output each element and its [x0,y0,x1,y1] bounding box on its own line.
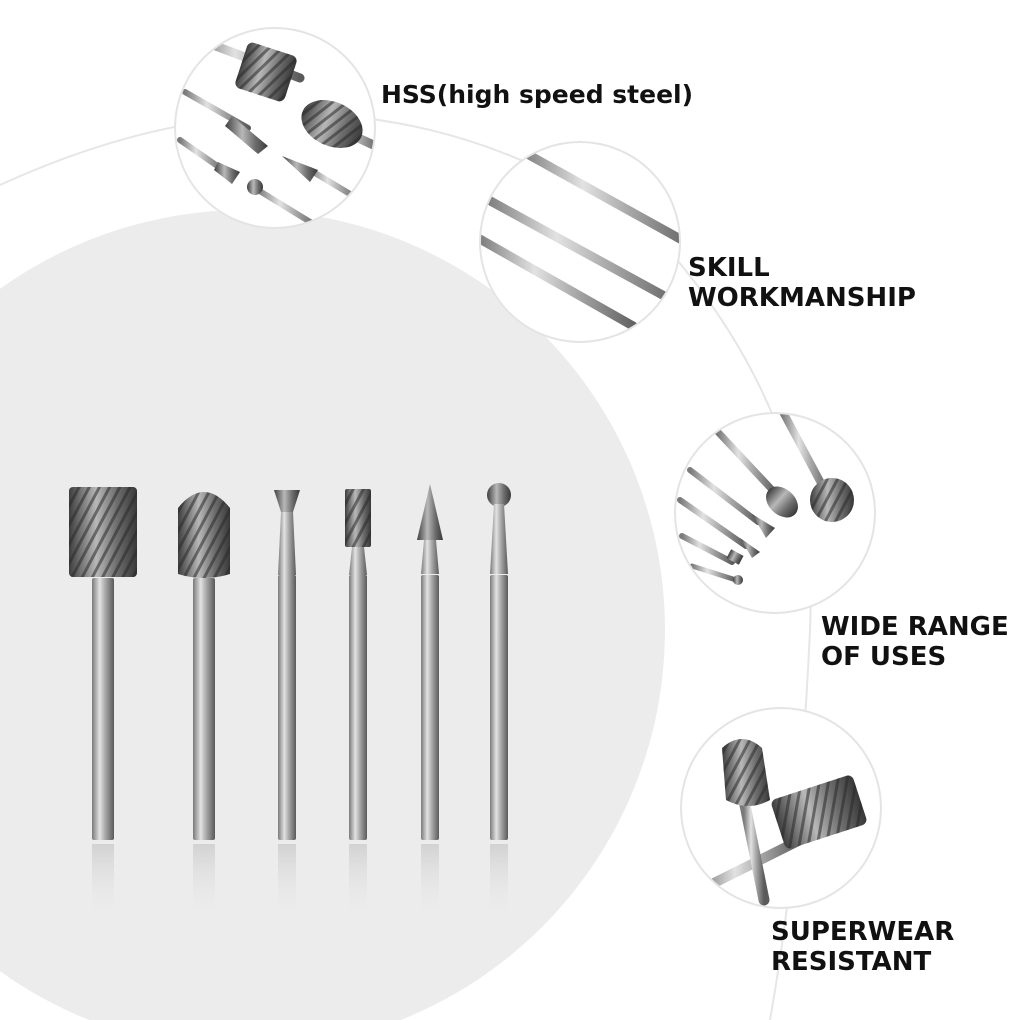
bit-inverted-cone [274,490,300,924]
bit-reflection [193,844,215,924]
bit-reflection [349,844,367,924]
bit-ball [487,483,511,924]
range-bits-image [677,414,854,585]
bit-reflection [490,844,508,924]
caption-line: SUPERWEAR [771,917,955,947]
bit-straight-flute [345,489,371,924]
feature-caption-wear: SUPERWEAR RESISTANT [771,917,954,977]
caption-line: SKILL [688,253,770,283]
bit-set [69,483,511,924]
caption-line: OF USES [821,642,947,672]
feature-circle-wear [680,707,882,909]
caption-line: RESISTANT [771,947,932,977]
caption-line: WIDE RANGE [821,612,1009,642]
bit-cylinder [69,487,137,924]
bit-cone-point [417,484,443,924]
feature-caption-hss: HSS(high speed steel) [381,80,693,110]
feature-circle-range [674,412,876,614]
bit-reflection [421,844,439,924]
feature-caption-skill: SKILL WORKMANSHIP [688,253,916,313]
bit-reflection [92,844,114,924]
wear-bits-image [695,739,867,906]
skill-shanks-image [481,145,679,335]
caption-line: HSS(high speed steel) [381,80,694,109]
feature-caption-range: WIDE RANGE OF USES [821,612,1009,672]
bit-flame [178,492,230,924]
feature-circle-skill [479,141,681,343]
feature-circle-hss [174,27,376,229]
bit-reflection [278,844,296,924]
caption-line: WORKMANSHIP [688,283,916,313]
